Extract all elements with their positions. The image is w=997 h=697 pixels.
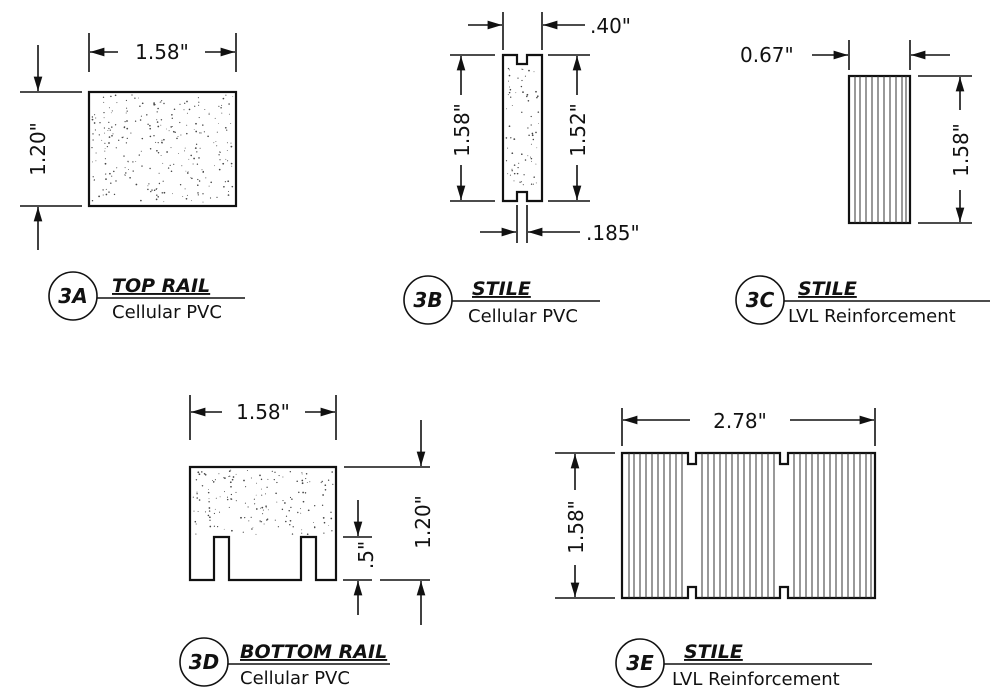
dim-3b-left-label: 1.58" — [450, 103, 474, 157]
stile-3c-section — [847, 74, 912, 225]
dim-3d-height-label: 1.20" — [411, 495, 435, 549]
tag-3b-number: 3B — [413, 288, 442, 312]
tag-3a: 3A TOP RAIL Cellular PVC — [48, 271, 245, 323]
dim-3e-width-label: 2.78" — [713, 409, 767, 433]
tag-3d-number: 3D — [189, 650, 220, 674]
dimension-3c-width: 0.67" — [740, 40, 950, 70]
top-rail-section — [87, 90, 238, 208]
tag-3b-title: STILE — [472, 278, 531, 300]
dimension-3b-left: 1.58" — [450, 54, 495, 202]
tag-3e-number: 3E — [626, 651, 654, 675]
dim-3b-bottom-label: .185" — [586, 221, 640, 245]
tag-3a-subtitle: Cellular PVC — [112, 302, 222, 323]
tag-3c: 3C STILE LVL Reinforcement — [735, 275, 990, 327]
dimension-3a-width: 1.58" — [88, 33, 237, 72]
tag-3d: 3D BOTTOM RAIL Cellular PVC — [179, 637, 390, 689]
detail-3d: 1.58" .5" 1.20" 3D BOTTOM RAIL Cellular … — [179, 395, 435, 689]
speckle-3b — [505, 67, 540, 186]
dim-3d-slot-label: .5" — [354, 541, 378, 569]
tag-3a-number: 3A — [58, 284, 87, 308]
tag-3c-subtitle: LVL Reinforcement — [788, 306, 956, 327]
grain-3c — [854, 76, 907, 223]
speckle-3d — [192, 469, 334, 535]
tag-3c-title: STILE — [798, 278, 857, 300]
dimension-3d-width: 1.58" — [189, 395, 337, 440]
tag-3e: 3E STILE LVL Reinforcement — [615, 638, 872, 690]
tag-3e-title: STILE — [684, 641, 743, 663]
dim-3b-right-label: 1.52" — [566, 103, 590, 157]
tag-3c-number: 3C — [746, 288, 775, 312]
dimension-3b-right: 1.52" — [548, 54, 590, 202]
bottom-rail-section — [188, 465, 338, 582]
dim-3a-width-label: 1.58" — [135, 40, 189, 64]
tag-3b: 3B STILE Cellular PVC — [403, 275, 600, 327]
dimension-3e-height: 1.58" — [555, 452, 615, 599]
dimension-3c-height: 1.58" — [918, 75, 973, 224]
dimension-3b-bottom: .185" — [480, 205, 640, 245]
dim-3c-height-label: 1.58" — [949, 123, 973, 177]
grain-3e — [628, 453, 872, 598]
dim-3c-width-label: 0.67" — [740, 43, 794, 67]
dimension-3a-height: 1.20" — [20, 45, 82, 250]
tag-3e-subtitle: LVL Reinforcement — [672, 669, 840, 690]
detail-3a: 1.58" 1.20" 3A TOP RAIL Cellular PVC — [20, 33, 245, 323]
dimension-3d-height: 1.20" — [344, 420, 435, 625]
speckle-3a — [91, 94, 234, 203]
detail-3b: .40" 1.58" 1.52" .185" 3B — [403, 12, 640, 327]
dim-3e-height-label: 1.58" — [564, 500, 588, 554]
tag-3d-title: BOTTOM RAIL — [240, 641, 387, 663]
detail-3e: 2.78" 1.58" 3E STILE LVL Reinforcement — [555, 408, 877, 690]
stile-3e-section — [620, 451, 877, 600]
dim-3b-top-label: .40" — [590, 14, 631, 38]
dimension-3d-slot: .5" — [343, 500, 378, 615]
stile-3b-section — [501, 53, 544, 203]
dim-3a-height-label: 1.20" — [26, 122, 50, 176]
tag-3d-subtitle: Cellular PVC — [240, 668, 350, 689]
dim-3d-width-label: 1.58" — [236, 400, 290, 424]
dimension-3e-width: 2.78" — [621, 408, 876, 446]
dimension-3b-top: .40" — [468, 12, 631, 50]
tag-3a-title: TOP RAIL — [112, 275, 210, 297]
detail-3c: 0.67" 1.58" 3C STILE LVL Reinforcement — [735, 40, 990, 327]
tag-3b-subtitle: Cellular PVC — [468, 306, 578, 327]
